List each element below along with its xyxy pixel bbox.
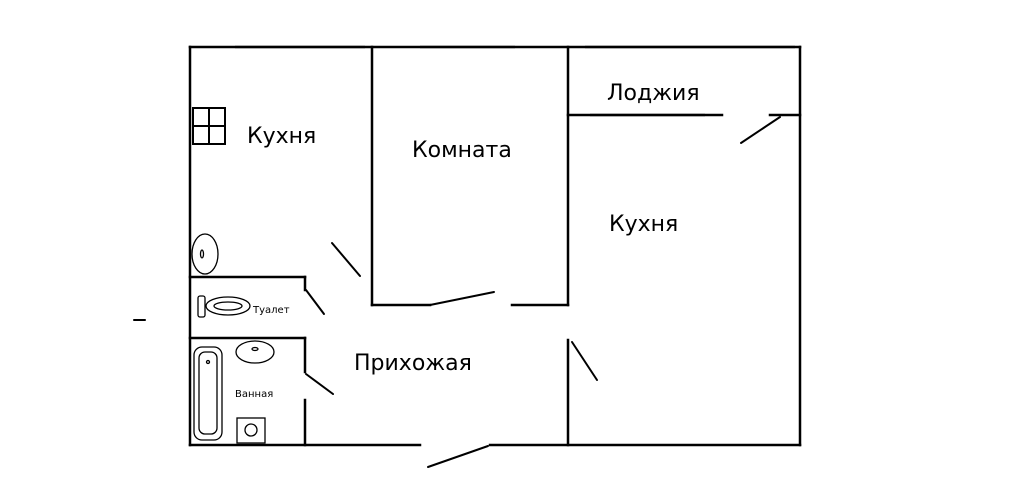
window-icon: [192, 107, 226, 145]
walls: [188, 45, 802, 447]
door-toilet: [305, 289, 325, 315]
toilet-icon: [197, 295, 251, 318]
label-toilet: Туалет: [252, 305, 290, 316]
door-kitchen-right: [571, 341, 598, 381]
washing-machine-icon: [236, 417, 266, 444]
door-entrance: [427, 445, 489, 468]
label-bathroom: Ванная: [235, 389, 273, 400]
door-bathroom: [305, 373, 334, 395]
doors: [305, 116, 781, 468]
bathtub-icon: [193, 346, 223, 441]
label-loggia: Лоджия: [607, 81, 700, 106]
washbasin-icon: [235, 340, 275, 364]
label-kitchen-left: Кухня: [247, 124, 316, 149]
door-kitchen-left: [331, 242, 361, 277]
label-hallway: Прихожая: [354, 351, 472, 376]
sink-icon: [191, 233, 219, 275]
door-loggia: [740, 116, 781, 144]
windows: [235, 45, 795, 117]
door-room: [429, 291, 495, 306]
label-room: Комната: [412, 138, 512, 163]
label-kitchen-right: Кухня: [609, 212, 678, 237]
